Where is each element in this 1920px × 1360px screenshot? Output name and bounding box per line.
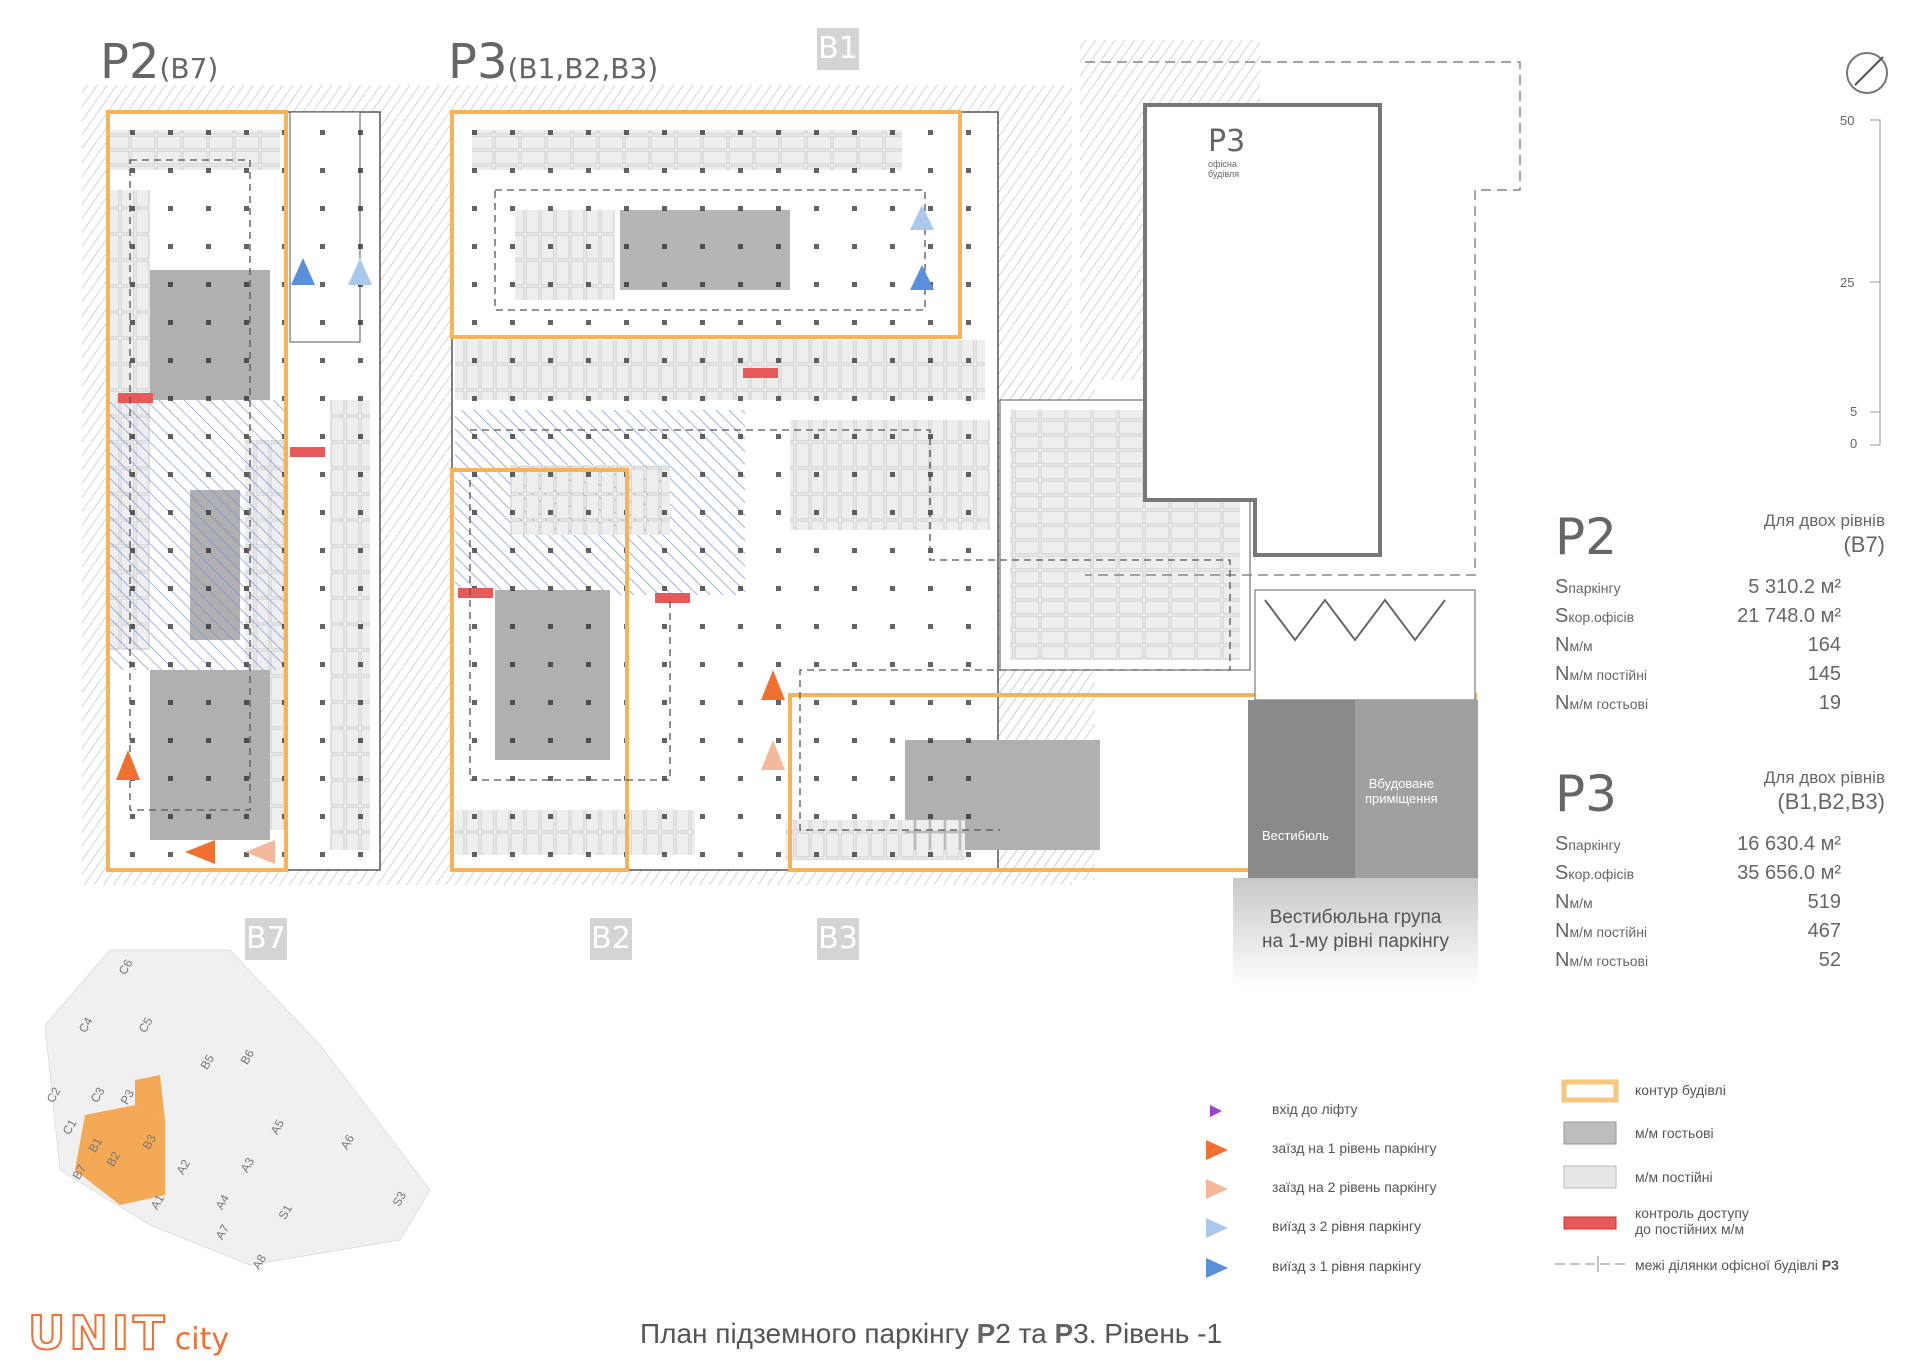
legend-site-boundary-text: межі ділянки офісної будівлі xyxy=(1635,1257,1822,1273)
axis-tag-b3: B3 xyxy=(817,918,859,960)
plan-title: План підземного паркінгу P2 та P3. Рівен… xyxy=(640,1318,1222,1350)
legend-access-control-line2: до постійних м/м xyxy=(1635,1221,1745,1237)
lobby-line2: на 1-му рівні паркінгу xyxy=(1261,931,1450,952)
stats-p2-name: P2 xyxy=(1555,508,1617,566)
office-label-sub2: будівля xyxy=(1208,169,1240,179)
embedded-premises-label: Вбудоване приміщення xyxy=(1365,776,1438,806)
title-mid-2: 3. Рівень -1 xyxy=(1073,1318,1223,1349)
p3-title-sub: (B1,B2,B3) xyxy=(507,52,659,85)
stats-p3-name: P3 xyxy=(1555,765,1617,823)
legend-guest-parking: м/м гостьові xyxy=(1635,1125,1714,1141)
title-mid-1: 2 та xyxy=(995,1318,1055,1349)
p2-title-sub: (B7) xyxy=(159,52,219,85)
stats-p3-desc: Для двох рівнів xyxy=(1763,768,1885,787)
office-building-label: P3 офісна будівля xyxy=(1208,124,1245,179)
stats-p2-desc: Для двох рівнів xyxy=(1763,511,1885,530)
legend-site-boundary-bold: P3 xyxy=(1821,1257,1839,1273)
legend-access-control-line1: контроль доступу xyxy=(1635,1205,1749,1221)
legend-entry-level1: заїзд на 1 рівень паркінгу xyxy=(1272,1140,1437,1156)
scale-label-50: 50 xyxy=(1840,113,1855,128)
stats-p2-desc2: (B7) xyxy=(1843,532,1885,557)
scale-label-25: 25 xyxy=(1840,275,1855,290)
p3-parking-block xyxy=(450,110,1477,872)
vestibule-block xyxy=(1248,589,1478,880)
p2-parking-block xyxy=(106,110,381,872)
lobby-line1: Вестибюльна група xyxy=(1269,907,1442,928)
p2-section-title: P2(B7) xyxy=(100,34,218,90)
legend-elevator-entry: вхід до ліфту xyxy=(1272,1101,1358,1117)
scale-label-0: 0 xyxy=(1850,436,1858,451)
ramp-arrows xyxy=(116,205,934,864)
lobby-group-block: Вестибюльна група на 1-му рівні паркінгу xyxy=(1233,878,1478,988)
stats-p3-desc2: (B1,B2,B3) xyxy=(1777,789,1885,814)
legend-exit-level2: виїзд з 2 рівня паркінгу xyxy=(1272,1218,1422,1234)
legend-exit-level1: виїзд з 1 рівня паркінгу xyxy=(1272,1258,1422,1274)
site-minimap xyxy=(44,949,431,1266)
office-label-sub1: офісна xyxy=(1208,159,1237,169)
legend-swatches xyxy=(1206,1079,1628,1278)
embedded-line1: Вбудоване xyxy=(1368,776,1434,791)
embedded-line2: приміщення xyxy=(1365,791,1438,806)
legend-access-control: контроль доступу до постійних м/м xyxy=(1635,1205,1749,1237)
axis-tag-b1: B1 xyxy=(817,28,859,70)
title-bold-2: P xyxy=(1054,1318,1074,1349)
logo-suffix: city xyxy=(174,1322,230,1357)
office-building-outline xyxy=(1085,61,1521,576)
axis-tag-b7: B7 xyxy=(245,918,287,960)
title-bold-1: P xyxy=(976,1318,996,1349)
legend-permanent-parking: м/м постійні xyxy=(1635,1169,1713,1185)
title-pre: План підземного паркінгу xyxy=(640,1318,977,1349)
legend-site-boundary: межі ділянки офісної будівлі P3 xyxy=(1635,1257,1839,1273)
p3-title-name: P3 xyxy=(448,34,508,90)
axis-tag-b2: B2 xyxy=(590,918,632,960)
p3-section-title: P3(B1,B2,B3) xyxy=(448,34,658,90)
logo-brand: UNIT xyxy=(27,1305,169,1360)
scale-bar xyxy=(1870,119,1881,446)
unit-city-logo: UNIT city xyxy=(27,1305,230,1360)
legend-entry-level2: заїзд на 2 рівень паркінгу xyxy=(1272,1179,1437,1195)
access-control-bars xyxy=(118,368,778,603)
north-compass xyxy=(1846,52,1888,94)
vestibule-label: Вестибюль xyxy=(1262,828,1329,843)
legend-building-outline: контур будівлі xyxy=(1635,1082,1726,1098)
circulation-paths xyxy=(129,159,1231,831)
office-label-name: P3 xyxy=(1208,124,1246,159)
p2-title-name: P2 xyxy=(100,34,160,90)
scale-label-5: 5 xyxy=(1850,404,1858,419)
